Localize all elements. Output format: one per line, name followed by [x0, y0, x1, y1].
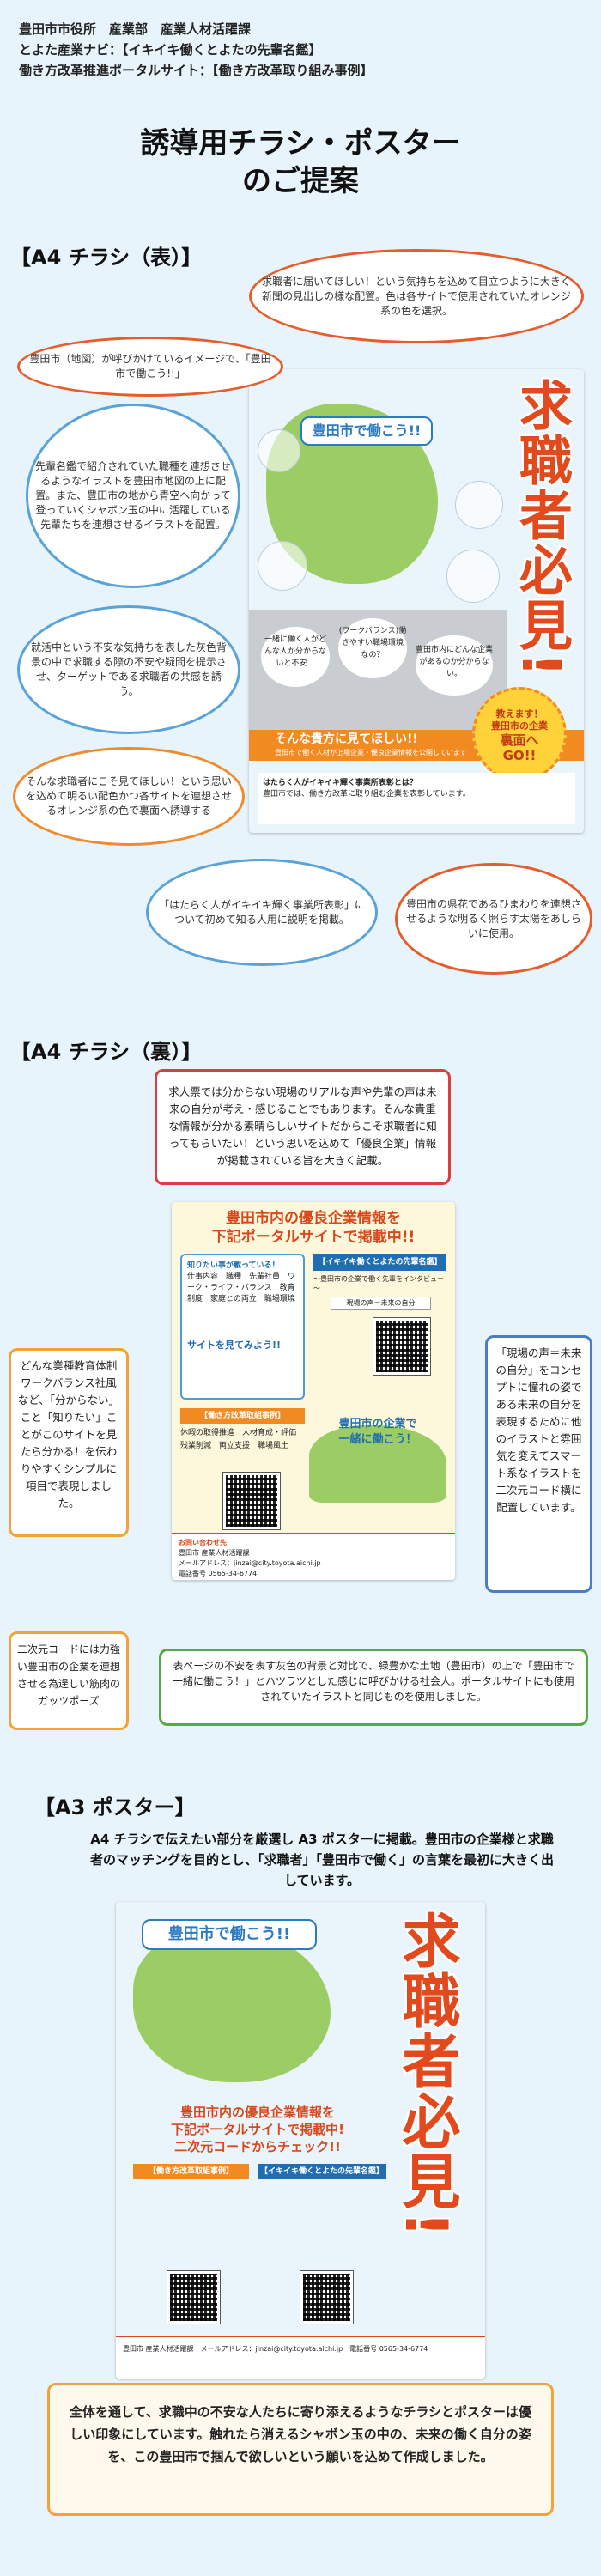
poster-contact: 豊田市 産業人材活躍課 メールアドレス：jinzai@city.toyota.a…	[116, 2336, 485, 2379]
poster-vertical-catch: 求職者必見!	[392, 1911, 459, 2240]
poster-right-title: 【イキイキ働くとよたの先輩名鑑】	[258, 2164, 386, 2179]
voice-label: 現場の声＝未来の自分	[331, 1297, 431, 1310]
back-head-2: 下記ポータルサイトで掲載中!!	[211, 1229, 416, 1246]
front-heading: 【A4 チラシ（表）】	[10, 246, 203, 270]
green-hill	[309, 1425, 446, 1503]
poster-catch: 豊田市で働こう!!	[142, 1919, 317, 1950]
contact-box: お問い合わせ先 豊田市 産業人材活躍課 メールアドレス：jinzai@city.…	[172, 1533, 455, 1580]
header-line-2: とよた産業ナビ：【イキイキ働くとよたの先輩名鑑】	[19, 42, 322, 58]
poster-mid: 豊田市内の優良企業情報を 下記ポータルサイトで掲載中! 二次元コードからチェック…	[133, 2104, 382, 2155]
soap-bubble	[446, 550, 500, 603]
soap-bubble	[258, 429, 300, 472]
work-tags: 休暇の取得推進 人材育成・評価 残業削減 両立支援 職場風土	[180, 1429, 305, 1450]
contact-tel: 電話番号 0565-34-6774	[179, 1570, 258, 1577]
award-text: 豊田市では、働き方改革に取り組む企業を表彰しています。	[263, 790, 470, 799]
poster-mid-2: 下記ポータルサイトで掲載中!	[171, 2122, 344, 2137]
page-title: 誘導用チラシ・ポスター のご提案	[0, 125, 601, 200]
poster-qr-left	[167, 2270, 221, 2324]
back-left-panel: 知りたい事が載っている！ 仕事内容 職種 先輩社員 ワーク・ライフ・バランス 教…	[180, 1254, 305, 1400]
sun-text-1: 教えます！	[495, 708, 543, 720]
title-line-1: 誘導用チラシ・ポスター	[140, 126, 461, 161]
back-flyer: 豊田市内の優良企業情報を 下記ポータルサイトで掲載中!! 知りたい事が載っている…	[172, 1202, 455, 1580]
left-panel-items: 仕事内容 職種 先輩社員 ワーク・ライフ・バランス 教育制度 家庭との両立 職場…	[187, 1273, 296, 1303]
front-flyer: 豊田市で働こう!! 求職者必見! 一緒に働く人がどんな人か分からないと不安… (…	[249, 369, 584, 833]
poster-qr-right	[300, 2270, 354, 2324]
qr-code-right	[373, 1317, 431, 1376]
call-line-1: 豊田市の企業で	[338, 1418, 417, 1431]
poster-image: 豊田市で働こう!! 求職者必見! 豊田市内の優良企業情報を 下記ポータルサイトで…	[116, 1902, 485, 2379]
contact-dept: 豊田市 産業人材活躍課	[179, 1549, 250, 1557]
note-back-bottom-right: 表ページの不安を表す灰色の背景と対比で、緑豊かな土地（豊田市）の上で「豊田市で一…	[159, 1649, 588, 1726]
poster-closing: 全体を通して、求職中の不安な人たちに寄り添えるようなチラシとポスターは優しい印象…	[47, 2383, 554, 2516]
header-block: 豊田市市役所 産業部 産業人材活躍課 とよた産業ナビ：【イキイキ働くとよたの先輩…	[19, 19, 373, 81]
header-line-1: 豊田市市役所 産業部 産業人材活躍課	[19, 21, 252, 37]
sun-text-4: GO!!	[502, 748, 537, 763]
note-back-right: 「現場の声＝未来の自分」をコンセプトに憧れの姿である未来の自分を表現するために他…	[485, 1335, 592, 1593]
note-back-bottom-left: 二次元コードには力強い豊田市の企業を連想させる為逞しい筋肉のガッツポーズ	[9, 1631, 129, 1730]
band-title: そんな貴方に見てほしい!!	[275, 732, 418, 746]
poster-heading: 【A3 ポスター】	[34, 1795, 196, 1820]
back-call: 豊田市の企業で 一緒に働こう！	[318, 1417, 438, 1448]
header-line-3: 働き方改革推進ポータルサイト：【働き方改革取り組み事例】	[19, 63, 373, 78]
work-title: 【働き方改革取組事例】	[180, 1408, 305, 1424]
title-line-2: のご提案	[242, 164, 359, 198]
note-front-gray: 就活中という不安な気持ちを表した灰色背景の中で求職する際の不安や疑問を提示させ、…	[17, 605, 240, 734]
back-heading: 【A4 チラシ（裏）】	[10, 1040, 203, 1064]
note-front-illustration: 先輩名鑑で紹介されていた職種を連想させるようなイラストを豊田市地図の上に配置。ま…	[26, 404, 240, 588]
worry-bubble-2: (ワークバランス)働きやすい職場環境なの？	[338, 618, 407, 678]
note-front-bottom-left: 「はたらく人がイキイキ輝く事業所表彰」について初めて知る人用に説明を掲載。	[146, 859, 378, 966]
note-back-top: 求人票では分からない現場のリアルな声や先輩の声は未来の自分が考え・感じることでも…	[155, 1069, 451, 1185]
sun-badge: 教えます！ 豊田市の企業 裏面へ GO!!	[472, 687, 567, 781]
poster-work-title: 【働き方改革取組事例】	[133, 2164, 249, 2179]
note-front-orange: そんな求職者にこそ見てほしい！という思いを込めて明るい配色かつ各サイトを連想させ…	[13, 747, 245, 846]
contact-mail: メールアドレス：jinzai@city.toyota.aichi.jp	[179, 1559, 321, 1567]
soap-bubble	[455, 481, 503, 529]
poster-mid-3: 二次元コードからチェック!!	[174, 2139, 341, 2154]
front-vertical-catch: 求職者必見!	[510, 378, 573, 679]
front-catch: 豊田市で働こう!!	[300, 416, 433, 446]
left-panel-title: 知りたい事が載っている！	[187, 1261, 280, 1270]
sun-text-3: 裏面へ	[500, 732, 539, 748]
soap-bubble	[258, 541, 307, 591]
back-headline: 豊田市内の優良企業情報を 下記ポータルサイトで掲載中!!	[180, 1209, 446, 1247]
worry-bubble-1: 一緒に働く人がどんな人か分からないと不安…	[261, 627, 330, 687]
qr-code-left	[222, 1472, 281, 1530]
poster-map-shape	[133, 1928, 331, 2082]
poster-intro: A4 チラシで伝えたい部分を厳選し A3 ポスターに掲載。豊田市の企業様と求職者…	[89, 1832, 554, 1888]
back-right-title: 【イキイキ働くとよたの先輩名鑑】	[313, 1254, 446, 1271]
poster-mid-1: 豊田市内の優良企業情報を	[179, 2105, 335, 2120]
back-right-text: ～豊田市の企業で働く先輩をインタビュー～	[313, 1275, 444, 1292]
award-box: はたらく人がイキイキ輝く事業所表彰とは？ 豊田市では、働き方改革に取り組む企業を…	[258, 773, 575, 824]
note-front-map: 豊田市（地図）が呼びかけているイメージで、「豊田市で働こう!!」	[17, 337, 283, 397]
contact-title: お問い合わせ先	[179, 1539, 227, 1546]
call-line-2: 一緒に働こう！	[338, 1433, 417, 1446]
back-head-1: 豊田市内の優良企業情報を	[226, 1210, 401, 1227]
note-front-bottom-right: 豊田市の県花であるひまわりを連想させるような明るく照らす太陽をあしらいに使用。	[395, 863, 592, 975]
left-panel-cta: サイトを見てみよう!!	[187, 1340, 282, 1351]
worry-bubble-3: 豊田市内にどんな企業があるのか分からない。	[416, 635, 493, 696]
note-front-top: 求職者に届いてほしい！という気持ちを込めて目立つように大きく新聞の見出しの様な配…	[249, 249, 584, 343]
sun-text-2: 豊田市の企業	[491, 720, 548, 732]
band-subtitle: 豊田市で働く人材が上場企業・優良企業情報を公開しています	[275, 749, 467, 756]
note-back-left: どんな業種教育体制ワークバランス社風など、「分からない」こと「知りたい」ことがこ…	[9, 1348, 129, 1537]
award-title: はたらく人がイキイキ輝く事業所表彰とは？	[263, 779, 417, 787]
